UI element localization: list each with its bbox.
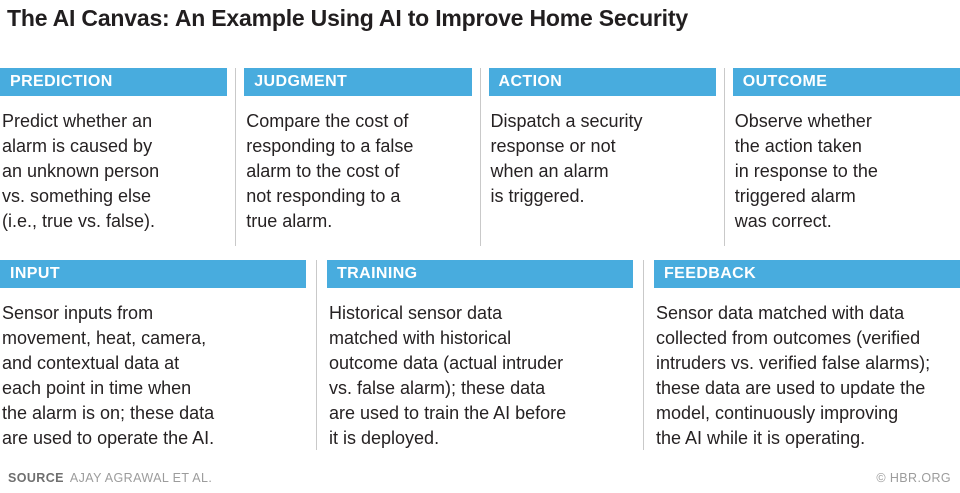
training-body: Historical sensor data matched with hist…	[329, 303, 567, 448]
copyright-notice: © HBR.ORG	[876, 471, 951, 485]
feedback-body: Sensor data matched with data collected …	[656, 303, 931, 448]
action-header: ACTION	[488, 68, 716, 96]
bottom-cards-row: INPUT Sensor inputs from movement, heat,…	[0, 260, 960, 451]
top-cards-row: PREDICTION Predict whether an alarm is c…	[0, 68, 960, 246]
action-card: ACTION Dispatch a security response or n…	[479, 68, 716, 246]
judgment-header: JUDGMENT	[244, 68, 472, 96]
judgment-body: Compare the cost of responding to a fals…	[246, 111, 414, 231]
judgment-card: JUDGMENT Compare the cost of responding …	[235, 68, 472, 246]
column-divider	[479, 68, 481, 246]
training-card: TRAINING Historical sensor data matched …	[316, 260, 633, 451]
source-line: SOURCE AJAY AGRAWAL ET AL.	[8, 471, 212, 485]
column-divider	[723, 68, 725, 246]
input-card: INPUT Sensor inputs from movement, heat,…	[0, 260, 306, 451]
input-header: INPUT	[0, 260, 306, 288]
prediction-header: PREDICTION	[0, 68, 228, 96]
outcome-body: Observe whether the action taken in resp…	[734, 111, 878, 231]
prediction-body: Predict whether an alarm is caused by an…	[2, 111, 160, 231]
action-body: Dispatch a security response or not when…	[490, 111, 643, 206]
prediction-card: PREDICTION Predict whether an alarm is c…	[0, 68, 228, 234]
column-divider	[235, 68, 237, 246]
input-body: Sensor inputs from movement, heat, camer…	[2, 303, 215, 448]
feedback-card: FEEDBACK Sensor data matched with data c…	[643, 260, 960, 451]
outcome-header: OUTCOME	[732, 68, 960, 96]
source-value: AJAY AGRAWAL ET AL.	[69, 471, 213, 485]
column-divider	[316, 260, 317, 450]
footer: SOURCE AJAY AGRAWAL ET AL. © HBR.ORG	[8, 471, 951, 485]
column-divider	[643, 260, 644, 450]
training-header: TRAINING	[327, 260, 633, 288]
outcome-card: OUTCOME Observe whether the action taken…	[723, 68, 960, 246]
feedback-header: FEEDBACK	[654, 260, 960, 288]
page-title: The AI Canvas: An Example Using AI to Im…	[7, 5, 688, 31]
source-label: SOURCE	[8, 471, 64, 485]
